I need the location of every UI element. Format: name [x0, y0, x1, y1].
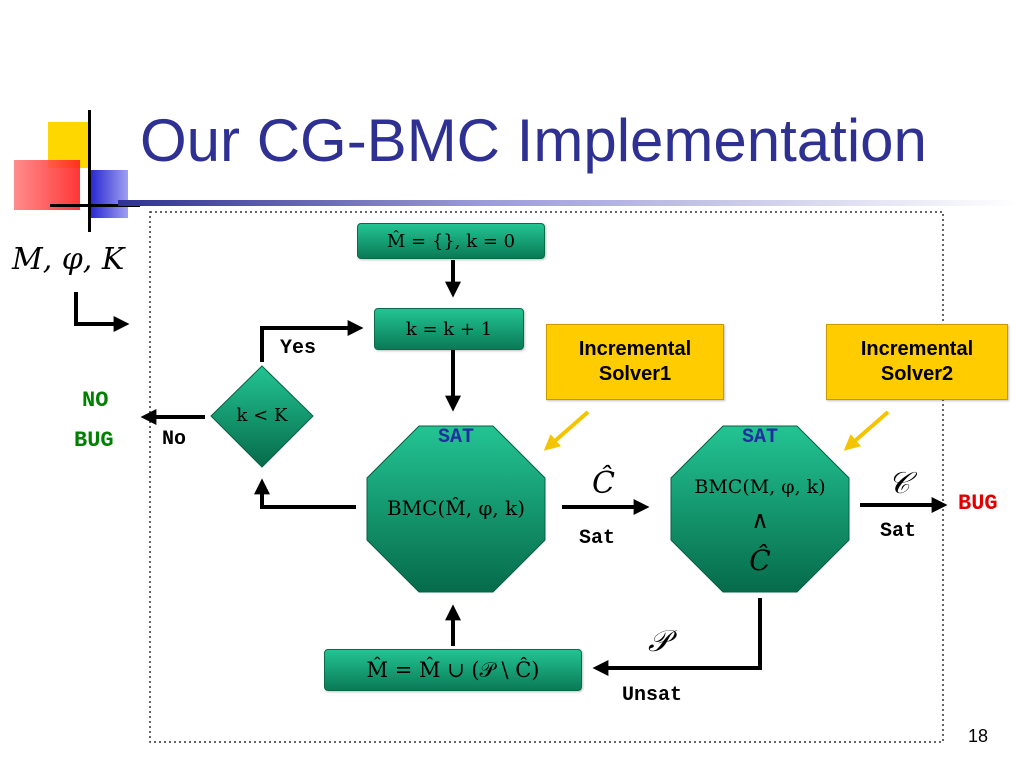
slide-logo	[10, 108, 140, 232]
solver2-callout-line1: Incremental	[860, 338, 974, 360]
callout1-pointer	[543, 410, 590, 451]
refine-box: M̂ = M̂ ∪ (𝒫 \ Ĉ)	[324, 649, 582, 691]
logo-vertical-line	[88, 110, 91, 232]
solver1-callout: Incremental Solver1	[546, 324, 724, 400]
solver1-formula: BMC(M̂, φ, k)	[386, 496, 526, 520]
sat2-symbol: 𝒞	[888, 466, 910, 501]
solver2-octagon	[670, 425, 850, 593]
logo-blue-square	[88, 170, 128, 218]
bug-result: BUG	[958, 491, 998, 516]
init-box: M̂ = {}, k = 0	[357, 223, 545, 259]
yes-label: Yes	[280, 337, 317, 360]
inputs-label: M, φ, K	[12, 242, 125, 277]
no-bug-result-line1: NO	[82, 388, 109, 413]
no-bug-result-line2: BUG	[74, 428, 114, 453]
solver1-octagon	[366, 425, 546, 593]
sat1-label: Sat	[579, 527, 616, 550]
unsat-symbol: 𝒫	[648, 624, 670, 659]
callout2-pointer	[843, 410, 890, 451]
sat1-symbol: Ĉ	[592, 466, 615, 501]
input-arrow	[74, 292, 130, 332]
solver1-sat-tag: SAT	[437, 426, 474, 449]
unsat-arrow	[592, 598, 762, 676]
solver2-callout-line2: Solver2	[880, 363, 954, 385]
check-diamond	[210, 365, 314, 468]
increment-box: k = k + 1	[374, 308, 524, 350]
solver2-formula-and: ∧	[751, 506, 769, 534]
dotted-container	[149, 211, 944, 743]
slide-title: Our CG-BMC Implementation	[140, 107, 927, 174]
no-label: No	[162, 428, 187, 451]
solver1-callout-line2: Solver1	[598, 363, 672, 385]
unsat-label: Unsat	[622, 684, 683, 707]
check-label: k < K	[236, 405, 288, 426]
yes-arrow	[260, 320, 364, 362]
solver2-formula-line1: BMC(M, φ, k)	[694, 476, 826, 498]
solver2-formula-line3: Ĉ	[749, 544, 771, 577]
solver1-to-check-arrow	[254, 478, 356, 509]
solver2-sat-tag: SAT	[741, 426, 778, 449]
slide-number: 18	[968, 726, 989, 746]
logo-red-square	[14, 160, 80, 210]
title-underline	[118, 200, 1018, 206]
sat2-label: Sat	[880, 520, 917, 543]
solver2-callout: Incremental Solver2	[826, 324, 1008, 400]
logo-horizontal-line	[50, 204, 140, 207]
solver1-callout-line1: Incremental	[578, 338, 692, 360]
